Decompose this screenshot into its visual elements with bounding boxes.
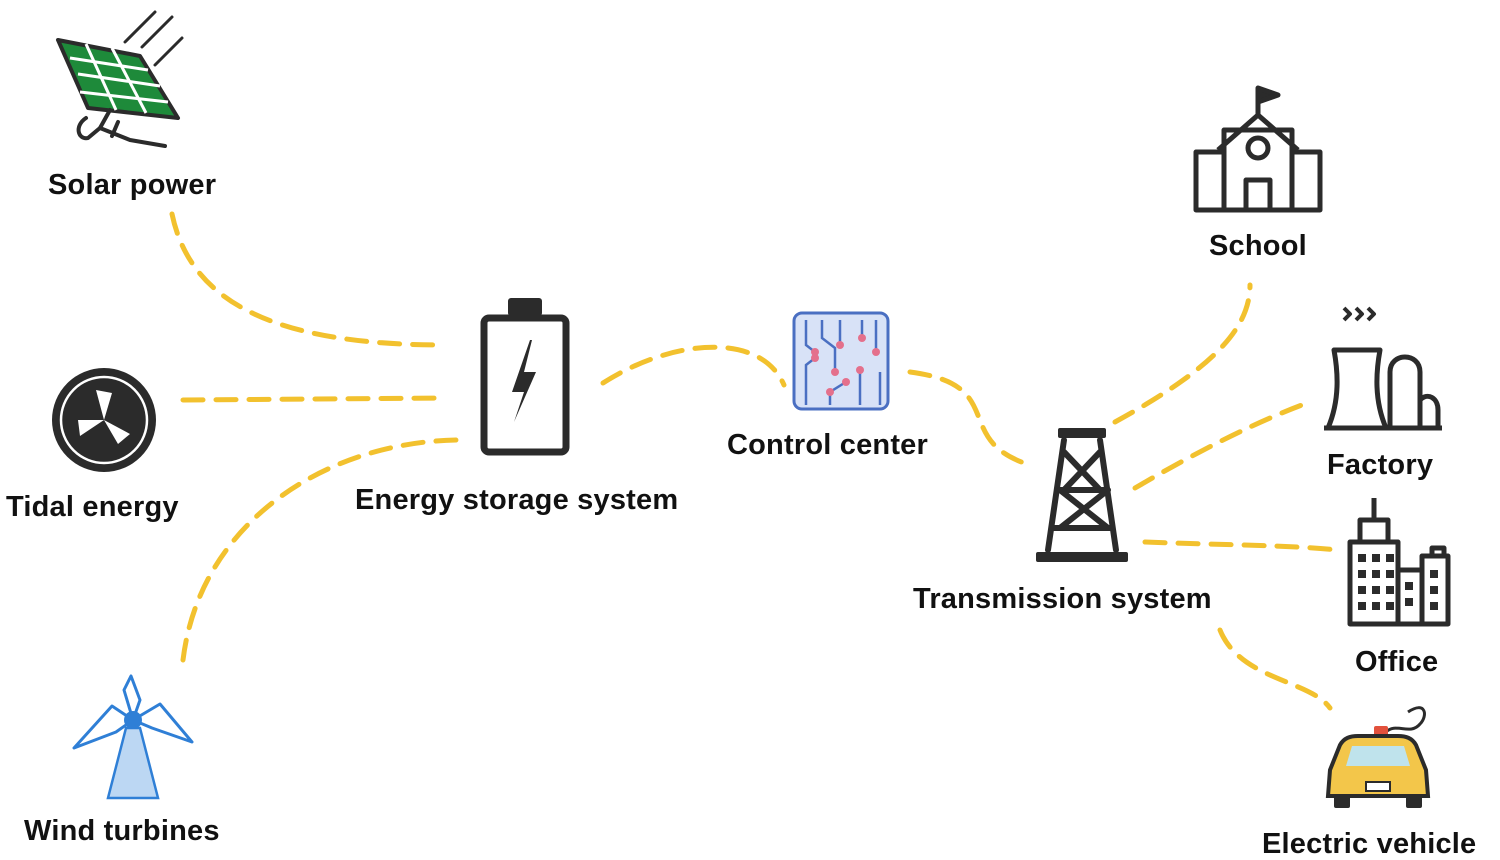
label-solar-power: Solar power [48, 169, 217, 201]
label-tidal-energy: Tidal energy [6, 491, 179, 523]
label-control-center: Control center [727, 429, 928, 461]
school-icon [1193, 85, 1323, 213]
electric-car-icon [1325, 706, 1431, 808]
link-solar-storage [169, 211, 448, 348]
factory-icon [1324, 306, 1442, 431]
battery-icon [480, 298, 570, 456]
link-transmission-factory [1132, 399, 1313, 491]
label-office: Office [1355, 646, 1439, 678]
link-transmission-office [1142, 539, 1340, 553]
circuit-board-icon [792, 311, 890, 411]
solar-panel-icon [56, 10, 184, 148]
tidal-turbine-icon [52, 368, 156, 472]
label-factory: Factory [1327, 449, 1434, 481]
link-storage-control [600, 344, 787, 388]
link-tidal-storage [180, 395, 448, 403]
link-control-transmission [907, 369, 1033, 468]
label-wind-turbines: Wind turbines [24, 815, 220, 847]
transmission-tower-icon [1036, 428, 1128, 562]
wind-turbine-icon [72, 674, 194, 800]
label-electric-vehicle: Electric vehicle [1262, 828, 1477, 860]
label-transmission-system: Transmission system [913, 583, 1212, 615]
label-energy-storage-system: Energy storage system [355, 484, 679, 516]
label-school: School [1209, 230, 1307, 262]
office-building-icon [1347, 498, 1451, 627]
link-transmission-school [1112, 282, 1253, 425]
link-wind-storage [180, 437, 465, 663]
link-transmission-ev [1217, 627, 1333, 711]
